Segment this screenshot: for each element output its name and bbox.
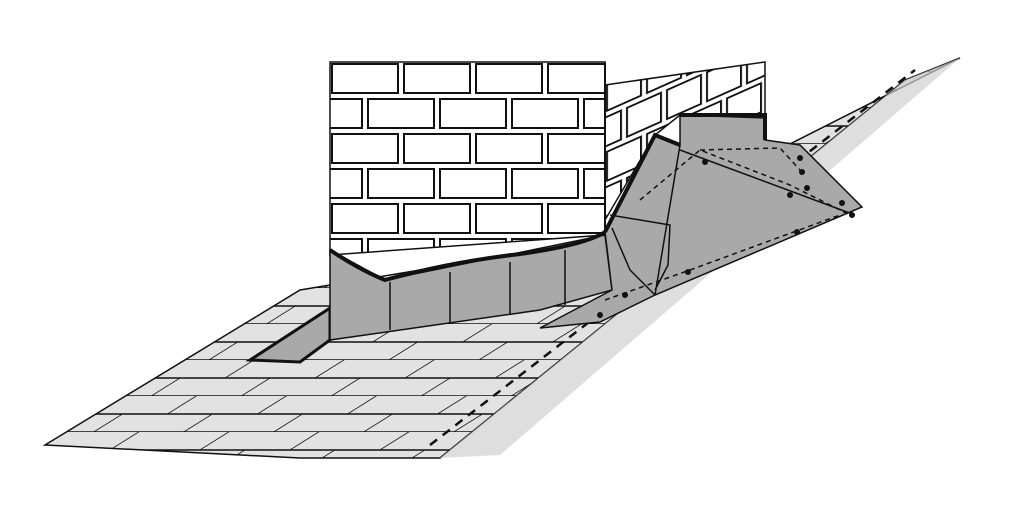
nail-dots [597, 155, 855, 318]
cricket-edge [603, 113, 767, 233]
cricket-fold-lines [609, 144, 856, 296]
apron-seams [389, 250, 566, 330]
counter-flashing-edge [328, 230, 607, 283]
chimney-front-face [329, 61, 606, 256]
